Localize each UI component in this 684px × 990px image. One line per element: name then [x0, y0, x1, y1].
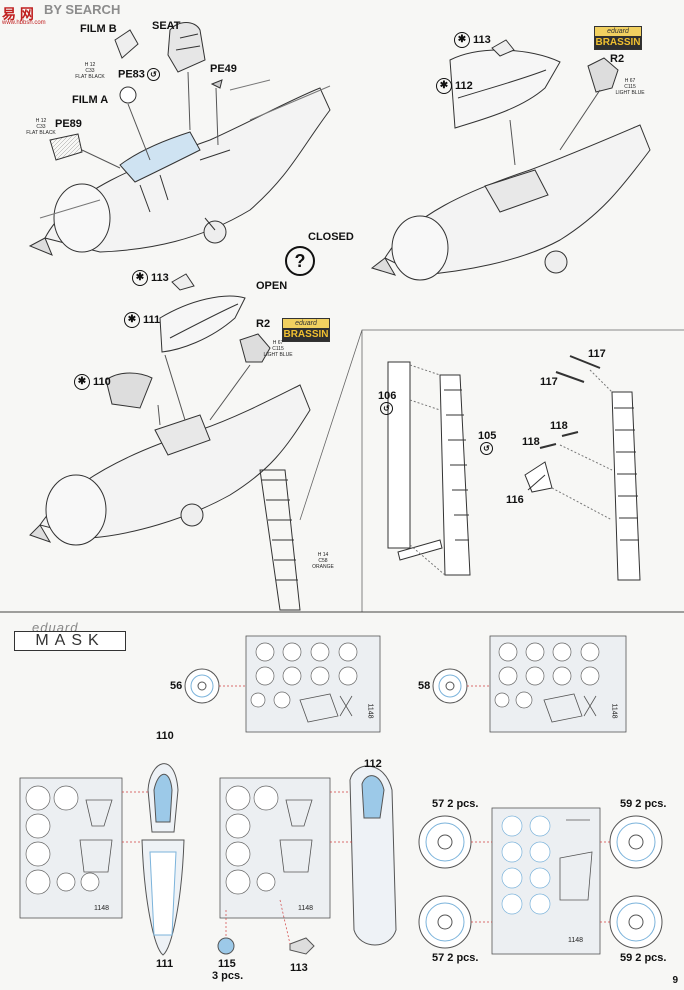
star-icon: ✱ [454, 32, 470, 48]
label-106: 106↺ [378, 390, 397, 415]
canopy-112 [449, 49, 561, 129]
star-icon: ✱ [74, 374, 90, 390]
label-r2-mid: R2 [256, 318, 271, 330]
swap-icon: ↺ [146, 68, 160, 81]
sheet-code: 1148 [298, 905, 314, 912]
question-icon: ? [285, 246, 315, 276]
part-113-mid [171, 273, 195, 291]
r2-top-part [587, 57, 619, 93]
swap-icon: ↺ [480, 442, 493, 455]
swap-icon: ↺ [380, 402, 393, 415]
label-118a: 118 [550, 420, 568, 432]
sheet-code: 1148 [568, 937, 584, 944]
label-105: 105↺ [478, 430, 497, 455]
sheet-code: 1148 [610, 703, 618, 719]
label-pe49: PE49 [210, 63, 237, 75]
paint-h67-mid: H 67 C115 LIGHT BLUE [263, 340, 293, 358]
mask-label-110: 110 [156, 730, 174, 742]
mask-label-115: 115 [218, 958, 236, 970]
connectors [122, 685, 610, 945]
wheel-masks [184, 668, 663, 949]
label-117a: 117 [588, 348, 606, 360]
label-pe89: PE89 [55, 118, 82, 130]
film-b-part [114, 29, 139, 59]
label-pe83: PE83↺ [118, 68, 160, 81]
label-117b: 117 [540, 376, 558, 388]
paint-h12-pe89: H 12 C33 FLAT BLACK [26, 118, 56, 136]
eduard-mask-logo: eduard MASK [14, 620, 126, 651]
label-film-b: FILM B [80, 23, 117, 35]
mask-label-58: 58 [418, 680, 431, 692]
pe89-part [49, 133, 83, 161]
mask-label-56: 56 [170, 680, 183, 692]
page-number: 9 [672, 975, 678, 986]
canopy-masks [141, 763, 397, 956]
star-icon: ✱ [124, 312, 140, 328]
label-r2-top: R2 [610, 53, 625, 65]
paint-h14: H 14 C58 ORANGE [312, 552, 334, 570]
r2-mid-part [239, 333, 271, 363]
label-112: ✱112 [436, 78, 473, 94]
label-118b: 118 [522, 436, 540, 448]
label-116: 116 [506, 494, 524, 506]
watermark-cn: 易 网 [2, 6, 34, 22]
label-film-a: FILM A [72, 94, 109, 106]
label-closed: CLOSED [308, 231, 354, 243]
label-open: OPEN [256, 280, 288, 292]
mask-label-115-qty: 3 pcs. [212, 970, 244, 982]
sheet-code: 1148 [94, 905, 110, 912]
label-113-mid: ✱113 [132, 270, 169, 286]
fuselage-top-left [28, 79, 331, 256]
mask-label-112: 112 [364, 758, 382, 770]
mask-label-59a: 59 2 pcs. [620, 798, 667, 810]
label-111: ✱111 [124, 312, 160, 328]
label-113-top: ✱113 [454, 32, 491, 48]
film-a-part [119, 86, 137, 104]
paint-h67-top: H 67 C115 LIGHT BLUE [615, 78, 645, 96]
sheet-code: 1148 [366, 703, 374, 719]
mask-circles [25, 642, 600, 915]
part-113-top [491, 39, 515, 57]
label-110: ✱110 [74, 374, 111, 390]
fuselage-top-right [370, 39, 651, 281]
mask-label-111: 111 [156, 958, 174, 970]
watermark-brand: BY SEARCH [44, 2, 121, 17]
mask-label-59b: 59 2 pcs. [620, 952, 667, 964]
fuselage-mid [29, 273, 311, 611]
watermark-url: www.hbbsh.com [2, 20, 46, 26]
ladder-detail [387, 355, 641, 581]
mask-label-57a: 57 2 pcs. [432, 798, 479, 810]
star-icon: ✱ [132, 270, 148, 286]
star-icon: ✱ [436, 78, 452, 94]
mask-label-113: 113 [290, 962, 308, 974]
mask-label-57b: 57 2 pcs. [432, 952, 479, 964]
paint-h12-film: H 12 C33 FLAT BLACK [75, 62, 105, 80]
windscreen-110 [105, 372, 153, 409]
canopy-111 [159, 295, 246, 353]
label-seat: SEAT [152, 20, 181, 32]
